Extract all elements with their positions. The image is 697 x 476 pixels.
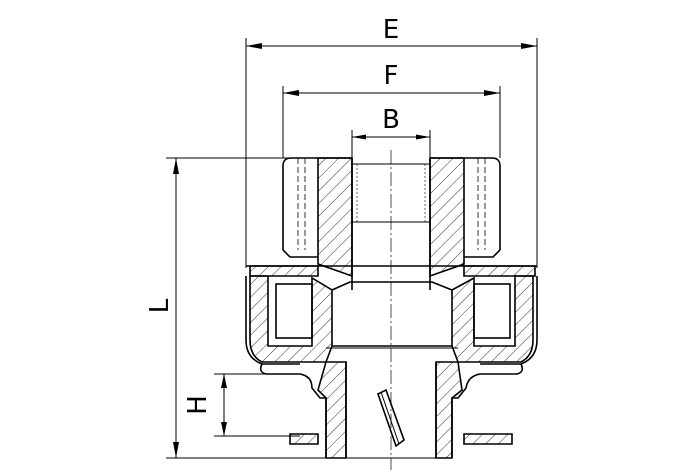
dimension-label-l: L — [145, 298, 175, 313]
dimension-label-h: H — [183, 395, 213, 415]
dimension-e: E — [245, 15, 538, 268]
middle-housing — [245, 275, 538, 365]
flange-plates — [246, 265, 537, 277]
dimension-l: L — [145, 157, 352, 459]
dimension-h: H — [183, 373, 300, 437]
dimension-label-f: F — [384, 61, 399, 91]
dimension-b: B — [351, 105, 431, 160]
upper-nut — [282, 157, 501, 290]
dimension-label-e: E — [383, 15, 399, 45]
lower-body — [259, 361, 524, 459]
dimension-label-b: B — [382, 105, 400, 135]
dimension-f: F — [282, 61, 501, 158]
